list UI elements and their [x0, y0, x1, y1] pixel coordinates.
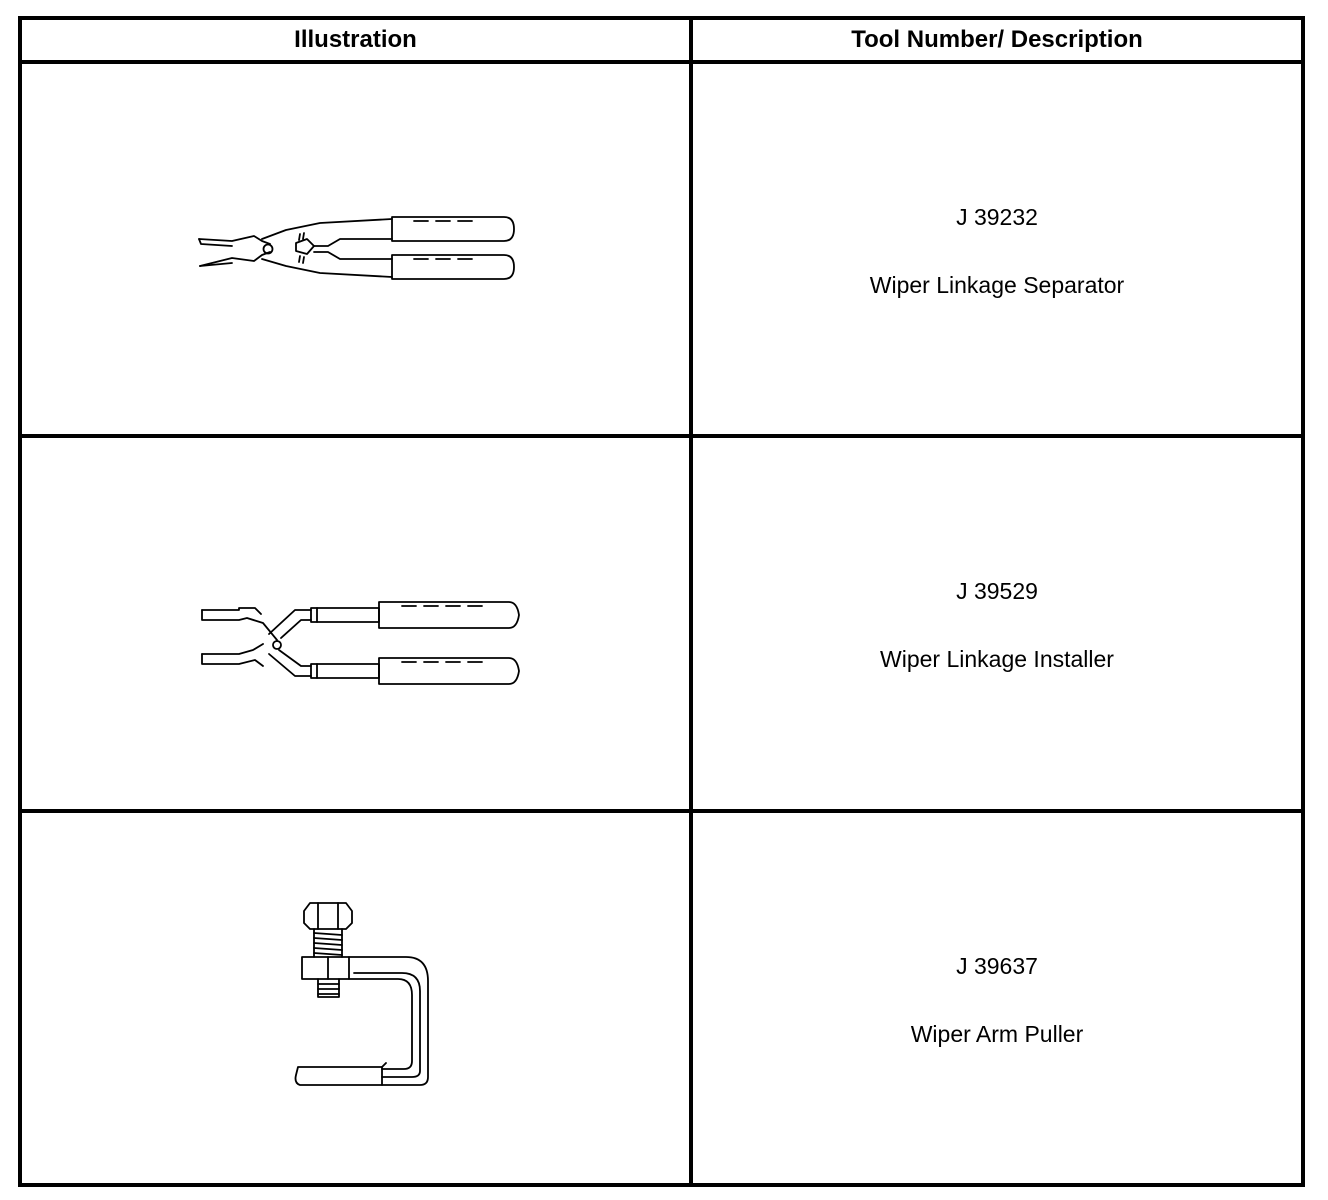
- tool-description: Wiper Arm Puller: [910, 1021, 1084, 1047]
- header-divider: [22, 60, 1301, 64]
- tool-description: Wiper Linkage Installer: [880, 646, 1114, 672]
- header-illustration: Illustration: [294, 26, 417, 53]
- description-cell: J 39637 Wiper Arm Puller: [693, 813, 1301, 1187]
- description-cell: J 39232 Wiper Linkage Separator: [693, 64, 1301, 434]
- column-divider: [689, 20, 693, 1183]
- tool-number: J 39637: [956, 953, 1038, 979]
- header-tool-description: Tool Number/ Description: [851, 26, 1143, 53]
- tool-description: Wiper Linkage Separator: [869, 272, 1125, 298]
- tool-number: J 39529: [956, 578, 1038, 604]
- row-divider: [22, 809, 1301, 813]
- wiper-linkage-installer-pliers-icon: [197, 588, 527, 688]
- wiper-linkage-separator-pliers-icon: [192, 208, 522, 288]
- tool-table: Illustration Tool Number/ Description J …: [18, 16, 1305, 1187]
- row-divider: [22, 434, 1301, 438]
- illustration-cell: [22, 64, 689, 434]
- illustration-cell: [22, 438, 689, 809]
- wiper-arm-puller-clamp-icon: [294, 899, 439, 1089]
- description-cell: J 39529 Wiper Linkage Installer: [693, 438, 1301, 809]
- tool-number: J 39232: [956, 204, 1038, 230]
- illustration-cell: [22, 813, 689, 1187]
